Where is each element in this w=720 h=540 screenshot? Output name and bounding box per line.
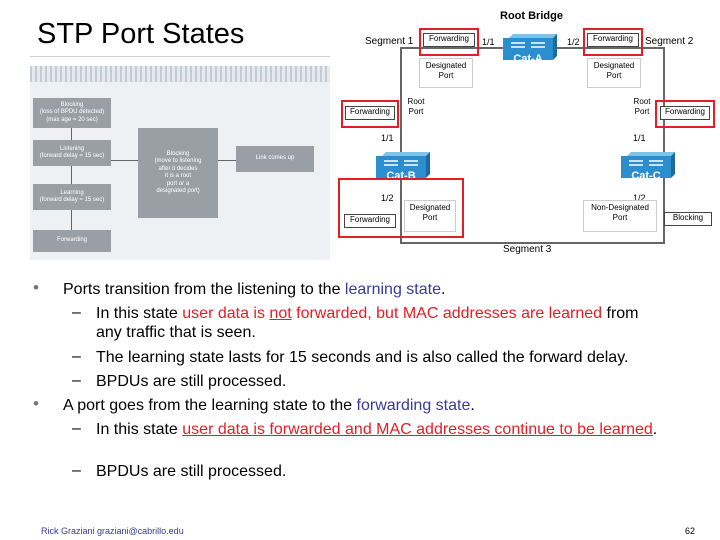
cat-c-port-1-1: 1/1 [633,133,646,143]
cat-a-right-designated-port: Designated Port [587,58,641,88]
bullet-run: A port goes from the learning state to t… [63,397,357,414]
flow-learning-box: Learning (forward delay = 15 sec) [33,184,111,210]
segment-3-line [400,242,665,244]
sub-bullet-run: . [652,421,658,438]
cat-c-non-designated-port: Non-Designated Port [583,200,657,232]
cat-b-designated-highlight [338,178,464,238]
dash-marker: – [72,304,81,321]
sub-bullet-run: In this state [96,421,183,438]
bullet-marker: • [33,278,39,297]
flow-blocking-box: Blocking (loss of BPDU detected) (max ag… [33,98,111,128]
bullet-1-sub-1: In this state user data is not forwarded… [96,304,656,342]
segment-2-label: Segment 2 [645,36,694,47]
flow-arrow [111,160,138,161]
cat-a-left-forwarding: Forwarding [423,33,475,47]
cat-b-root-port: Root Port [407,97,425,116]
cat-a-label: Cat-A [513,53,543,65]
cat-a-port-1-2: 1/2 [567,37,580,47]
dash-marker: – [72,420,81,437]
flow-link-up-box: Link comes up [236,146,314,172]
sub-bullet-run: forwarded, but MAC addresses are learned [291,305,603,322]
flow-decide-box: Blocking (move to listening after it dec… [138,128,218,218]
cat-b-switch-icon [376,152,430,178]
segment-2-line [556,47,665,49]
segment-1-line [400,47,504,49]
flow-arrow [71,210,72,230]
cat-c-blocking: Blocking [664,212,712,226]
segment-1-label: Segment 1 [365,36,414,47]
cat-c-root-highlight [655,100,715,128]
cat-b-root-forwarding: Forwarding [345,106,395,120]
cat-c-port-1-2: 1/2 [633,193,646,203]
title-divider [30,56,330,57]
page-number: 62 [685,526,696,536]
sub-bullet-run: user data is [182,305,270,322]
flow-listening-box: Listening (forward delay = 15 sec) [33,140,111,166]
cat-a-left-designated-port: Designated Port [419,58,473,88]
bullet-1: Ports transition from the listening to t… [63,280,703,299]
flow-arrow [71,166,72,184]
sub-bullet-run: from any traffic that is seen. [96,305,639,341]
footer-author: Rick Graziani graziani@cabrillo.edu [41,526,184,536]
flowchart-header-band [30,66,330,82]
bullet-run: learning state [344,281,441,298]
cat-c-switch-icon [621,152,675,178]
bullet-run: Ports transition from the listening to t… [63,281,345,298]
cat-a-right-highlight [583,28,643,56]
bullet-run: . [470,397,475,414]
dash-marker: – [72,348,81,365]
bullet-run: forwarding state [356,397,471,414]
cat-a-left-highlight [419,28,479,56]
slide-title: STP Port States [37,18,245,50]
root-bridge-label: Root Bridge [500,10,563,22]
sub-bullet-run: BPDUs are still processed. [96,373,287,390]
cat-b-designated-port: Designated Port [404,200,456,232]
cat-c-root-forwarding: Forwarding [660,106,710,120]
bullet-marker: • [33,394,39,413]
cat-c-root-port: Root Port [633,97,651,116]
bullet-run: . [440,281,446,298]
flow-arrow [71,128,72,140]
cat-a-port-1-1: 1/1 [482,37,495,47]
segment-1-vertical [400,47,402,243]
bullet-2-sub-2: BPDUs are still processed. [96,462,656,481]
sub-bullet-run: In this state [96,305,183,322]
bullet-1-sub-2: The learning state lasts for 15 seconds … [96,348,706,367]
segment-3-label: Segment 3 [503,244,552,255]
dash-marker: – [72,372,81,389]
cat-b-port-1-2: 1/2 [381,193,394,203]
cat-b-root-highlight [341,100,399,128]
bullet-2-sub-1: In this state user data is forwarded and… [96,420,666,439]
bullet-2: A port goes from the learning state to t… [63,396,703,415]
sub-bullet-run: not [269,305,292,322]
sub-bullet-run: The learning state lasts for 15 seconds … [96,349,629,366]
cat-b-port-1-1: 1/1 [381,133,394,143]
cat-a-switch-icon [503,34,557,60]
dash-marker: – [72,462,81,479]
flow-forwarding-box: Forwarding [33,230,111,252]
cat-c-label: Cat-C [631,170,661,182]
cat-b-designated-forwarding: Forwarding [344,214,396,228]
sub-bullet-run: user data is forwarded and MAC addresses… [182,421,653,438]
segment-2-vertical [663,47,665,243]
cat-a-right-forwarding: Forwarding [587,33,639,47]
flow-arrow [218,160,236,161]
sub-bullet-run: BPDUs are still processed. [96,463,287,480]
bullet-1-sub-3: BPDUs are still processed. [96,372,656,391]
